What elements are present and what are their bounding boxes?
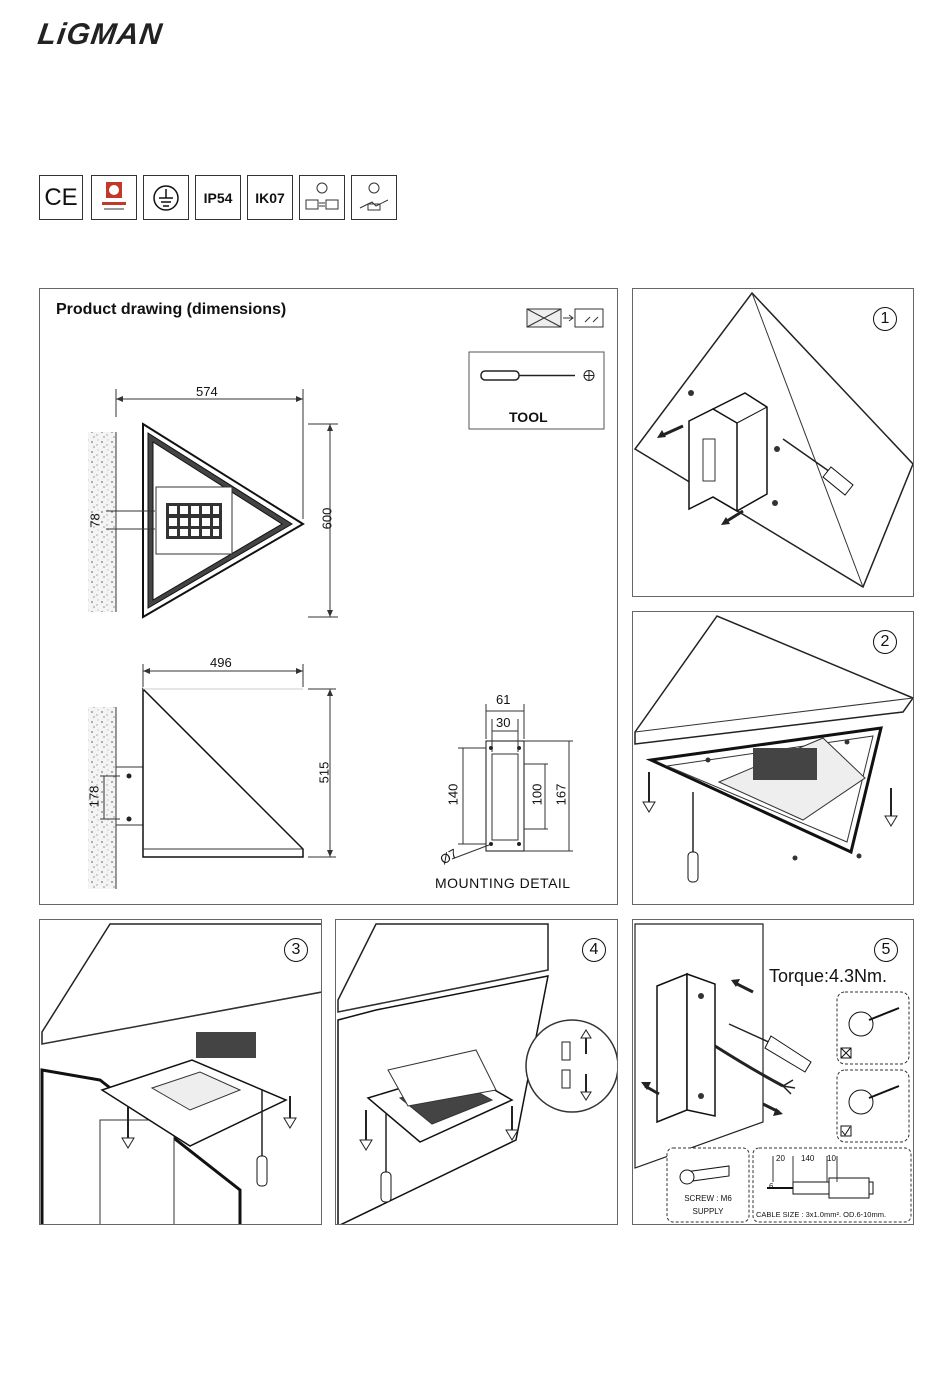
side-view-drawing xyxy=(88,664,336,889)
bracket-height-167-dim: 167 xyxy=(553,784,568,806)
ce-mark-label: CE xyxy=(44,184,77,212)
bracket-width-inner-dim: 30 xyxy=(496,715,510,730)
ip-rating-label: IP54 xyxy=(204,190,233,206)
incorrect-tightening-detail xyxy=(837,992,909,1064)
mounting-bracket-drawing xyxy=(452,704,573,859)
earth-ground-icon xyxy=(143,175,189,220)
frame-removal-illustration xyxy=(651,728,881,852)
bracket-height-140-dim: 140 xyxy=(445,784,460,806)
connector-detail-illustration xyxy=(526,1020,618,1112)
screw-supply-label: SUPPLY xyxy=(667,1207,749,1216)
strip-dim-20: 20 xyxy=(776,1154,785,1163)
strip-dim-6: 6 xyxy=(769,1182,773,1191)
wall-bracket-illustration xyxy=(657,974,715,1122)
step-1-number: 1 xyxy=(873,307,897,331)
screw-spec-label: SCREW : M6 xyxy=(667,1194,749,1203)
front-view-drawing xyxy=(88,389,338,617)
tool-access-icon xyxy=(351,175,397,220)
step-5-number: 5 xyxy=(874,938,898,962)
strip-dim-140: 140 xyxy=(801,1154,814,1163)
replace-icon xyxy=(527,309,603,327)
bracket-height-100-dim: 100 xyxy=(529,784,544,806)
side-width-dim: 496 xyxy=(210,655,232,670)
step-1-panel: 1 xyxy=(632,288,914,597)
correct-tightening-detail xyxy=(837,1070,909,1142)
step-4-number: 4 xyxy=(582,938,606,962)
step-5-panel: 5 Torque:4.3Nm. SCREW : M6 SUPPLY 20 140… xyxy=(632,919,914,1225)
ce-mark: CE xyxy=(39,175,83,220)
torque-label: Torque:4.3Nm. xyxy=(769,966,887,987)
ik-rating-label: IK07 xyxy=(255,190,285,206)
mounting-detail-label: MOUNTING DETAIL xyxy=(435,875,571,891)
tool-label: TOOL xyxy=(509,409,548,425)
screwdriver-icon xyxy=(688,792,698,882)
bracket-width-outer-dim: 61 xyxy=(496,692,510,707)
driver-swap-icon xyxy=(299,175,345,220)
step-4-panel: 4 xyxy=(335,919,618,1225)
step-3-panel: 3 xyxy=(39,919,322,1225)
ip-rating-badge: IP54 xyxy=(195,175,241,220)
step-3-number: 3 xyxy=(284,938,308,962)
step-2-panel: 2 xyxy=(632,611,914,905)
ik-rating-badge: IK07 xyxy=(247,175,293,220)
side-height-dim: 515 xyxy=(316,762,331,784)
front-offset-dim: 78 xyxy=(88,513,103,527)
front-width-dim: 574 xyxy=(196,384,218,399)
product-drawing-panel: Product drawing (dimensions) xyxy=(39,288,618,905)
side-offset-dim: 178 xyxy=(86,786,101,808)
cable-size-label: CABLE SIZE : 3x1.0mm². OD.6-10mm. xyxy=(756,1210,886,1219)
brand-logo: LiGMAN xyxy=(36,18,165,52)
step-2-number: 2 xyxy=(873,630,897,654)
front-height-dim: 600 xyxy=(319,508,334,530)
quality-seal-icon xyxy=(91,175,137,220)
strip-dim-10: 10 xyxy=(827,1154,836,1163)
